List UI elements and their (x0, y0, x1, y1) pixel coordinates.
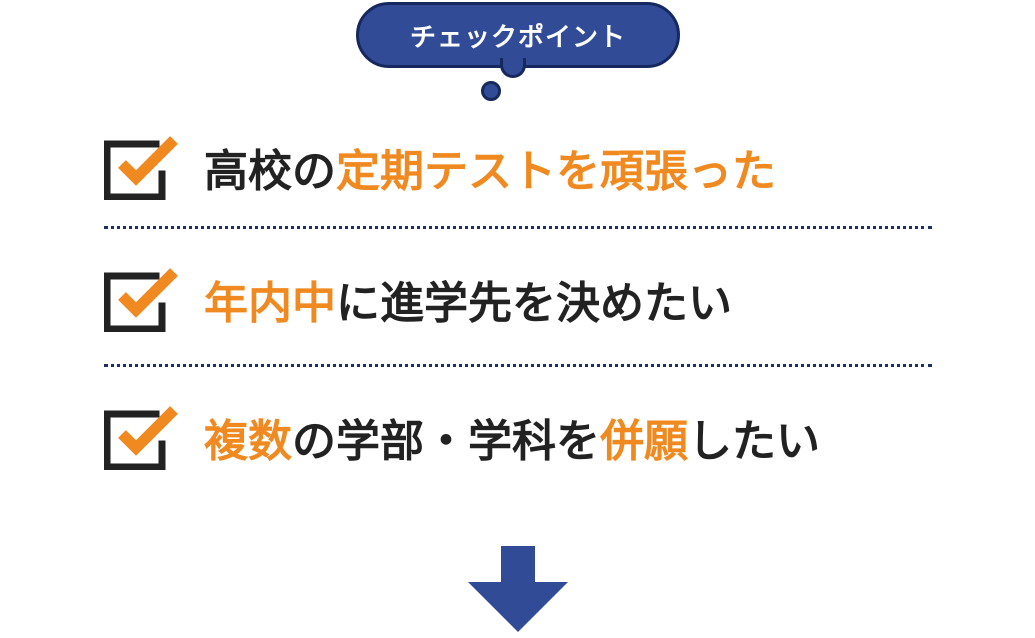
checkpoint-badge: チェックポイント (356, 2, 680, 68)
checklist-item-text: 年内中に進学先を決めたい (204, 267, 732, 331)
highlight-segment: 年内中 (204, 278, 336, 329)
dotted-divider (104, 364, 932, 367)
checklist-item-text: 複数の学部・学科を併願したい (204, 405, 820, 469)
arrow-down-icon (468, 546, 568, 638)
highlight-segment: 併願 (600, 416, 688, 467)
checkpoint-badge-label: チェックポイント (409, 22, 626, 53)
speech-bubble-tail (500, 58, 526, 78)
highlight-segment: 複数 (204, 416, 292, 467)
checklist-item: 複数の学部・学科を併願したい (104, 404, 820, 470)
text-segment: したい (688, 416, 820, 467)
text-segment: の学部・学科を (292, 416, 600, 467)
text-segment: 高校の (204, 146, 336, 197)
checklist-item: 高校の定期テストを頑張った (104, 134, 776, 200)
checklist-item: 年内中に進学先を決めたい (104, 266, 732, 332)
checkbox-checked-icon (104, 266, 180, 332)
text-segment: に進学先を決めたい (336, 278, 732, 329)
speech-bubble-dot (481, 81, 501, 101)
checkbox-checked-icon (104, 134, 180, 200)
dotted-divider (104, 226, 932, 229)
highlight-segment: 定期テストを頑張った (336, 146, 776, 197)
checkbox-checked-icon (104, 404, 180, 470)
checklist-item-text: 高校の定期テストを頑張った (204, 135, 776, 199)
